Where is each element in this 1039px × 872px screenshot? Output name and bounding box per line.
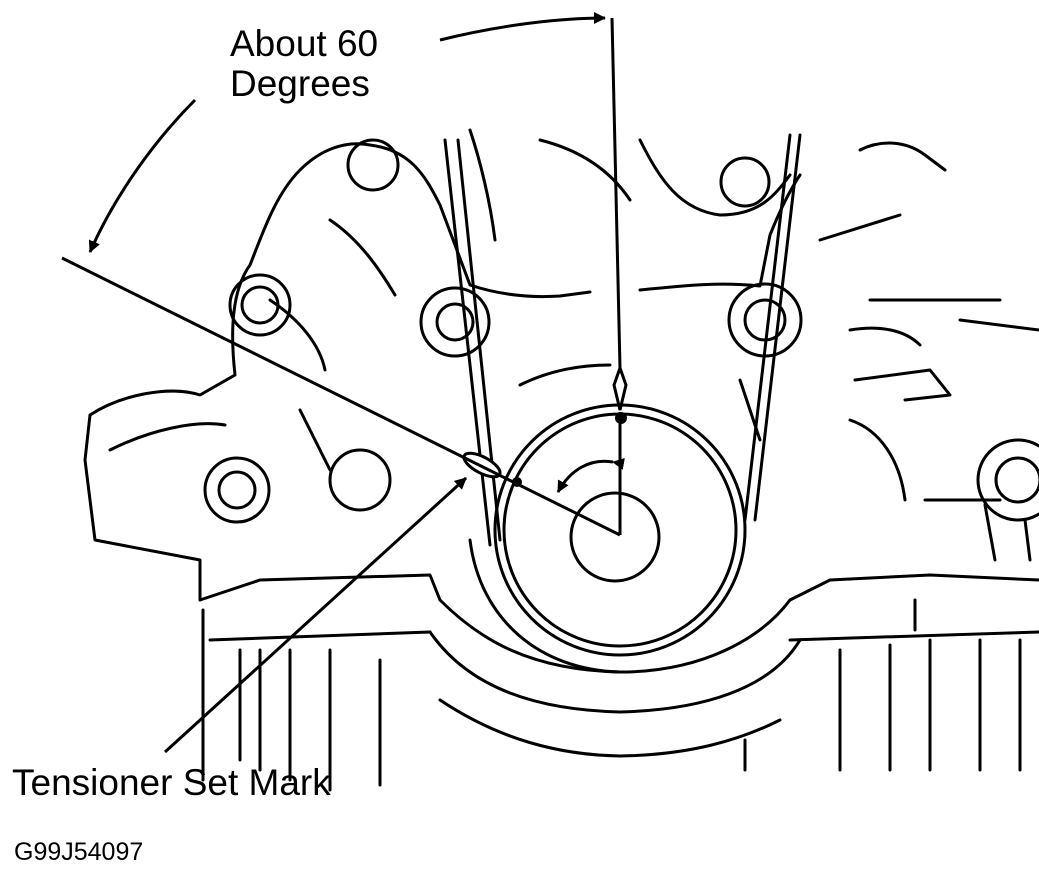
figure-id: G99J54097: [14, 838, 144, 866]
tensioner-mark-leader-line: [163, 476, 468, 754]
angle-label-line-1: About 60: [230, 23, 379, 64]
crankshaft-pulley: [468, 403, 747, 674]
timing-belt: [443, 133, 802, 547]
angle-label-line-2: Degrees: [230, 63, 370, 104]
angled-reference-line: [61, 256, 621, 537]
angle-curve-arrow: [88, 98, 197, 253]
rotation-angle-arrow: [556, 457, 625, 493]
bolt-holes: [203, 138, 1039, 524]
angle-label-leader-arrow: [439, 12, 606, 42]
crank-timing-mark: [612, 363, 628, 411]
tensioner-set-mark-label: Tensioner Set Mark: [12, 762, 331, 803]
engine-block-outline: [83, 128, 1039, 792]
top-vertical-line: [610, 17, 622, 369]
angle-label: About 60 Degrees: [230, 24, 378, 104]
crank-timing-dot: [615, 412, 627, 424]
